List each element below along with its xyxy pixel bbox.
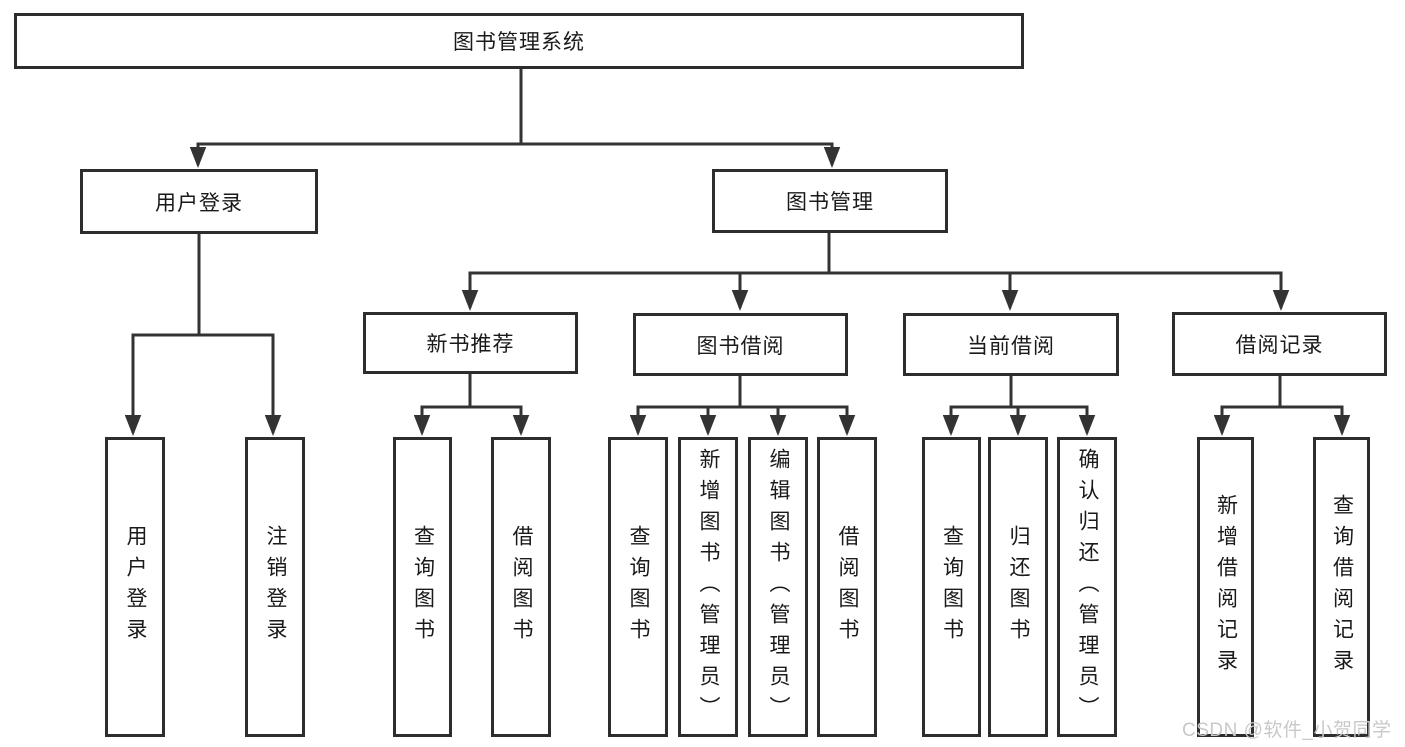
leaf-add-book-admin: 新增图书（管理员） — [678, 437, 738, 737]
node-user-login: 用户登录 — [80, 169, 318, 234]
watermark: CSDN @软件_小贺同学 — [1182, 720, 1392, 741]
connectors — [124, 68, 1351, 436]
node-borrowing-records: 借阅记录 — [1172, 312, 1387, 376]
leaf-return-books: 归还图书 — [988, 437, 1048, 737]
leaf-logout: 注销登录 — [245, 437, 305, 737]
node-library-management-system: 图书管理系统 — [14, 13, 1024, 69]
leaf-add-borrow-record: 新增借阅记录 — [1197, 437, 1254, 737]
leaf-user-login: 用户登录 — [105, 437, 165, 737]
node-book-borrowing: 图书借阅 — [633, 313, 848, 376]
leaf-borrow-books-recommend: 借阅图书 — [491, 437, 551, 737]
node-new-book-recommendation: 新书推荐 — [363, 312, 578, 374]
node-current-borrowing: 当前借阅 — [903, 313, 1119, 376]
leaf-query-books-current: 查询图书 — [922, 437, 981, 737]
leaf-edit-book-admin: 编辑图书（管理员） — [748, 437, 808, 737]
node-book-management: 图书管理 — [712, 169, 948, 233]
leaf-query-books-borrowing: 查询图书 — [608, 437, 668, 737]
leaf-confirm-return-admin: 确认归还（管理员） — [1057, 437, 1117, 737]
leaf-query-books-recommend: 查询图书 — [393, 437, 452, 737]
leaf-query-borrow-record: 查询借阅记录 — [1313, 437, 1370, 737]
leaf-borrow-books-borrowing: 借阅图书 — [817, 437, 877, 737]
